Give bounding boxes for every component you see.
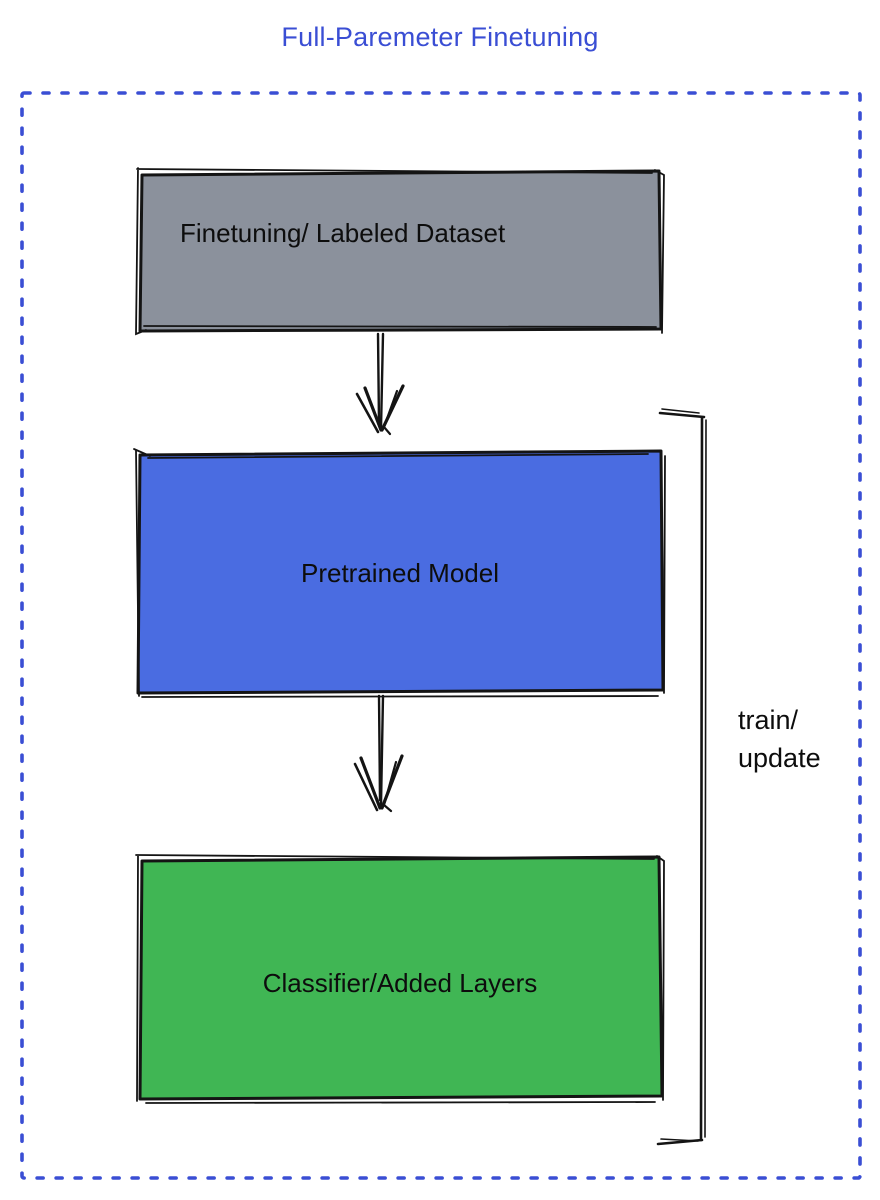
train-update-bracket: [656, 408, 707, 1146]
dataset-box: [135, 167, 665, 336]
diagram-title: Full-Paremeter Finetuning: [281, 22, 599, 52]
train-update-label-line1: train/: [738, 705, 799, 735]
pretrained-box-sketch-stroke: [133, 448, 666, 698]
arrow-dataset-to-model-icon: [355, 332, 405, 436]
dataset-box-sketch-stroke: [135, 167, 665, 336]
pretrained-box: [133, 448, 666, 698]
classifier-box: [135, 854, 665, 1104]
dataset-box-shape: [138, 169, 663, 333]
classifier-box-label: Classifier/Added Layers: [262, 968, 538, 998]
dataset-box-label: Finetuning/ Labeled Dataset: [180, 218, 506, 248]
dashed-frame: [20, 91, 862, 1180]
classifier-box-sketch-stroke: [135, 854, 665, 1104]
arrow-model-to-classifier-icon: [353, 694, 404, 813]
train-update-label: train/ update: [738, 701, 821, 778]
pretrained-box-label: Pretrained Model: [301, 558, 499, 588]
train-update-label-line2: update: [738, 743, 821, 774]
